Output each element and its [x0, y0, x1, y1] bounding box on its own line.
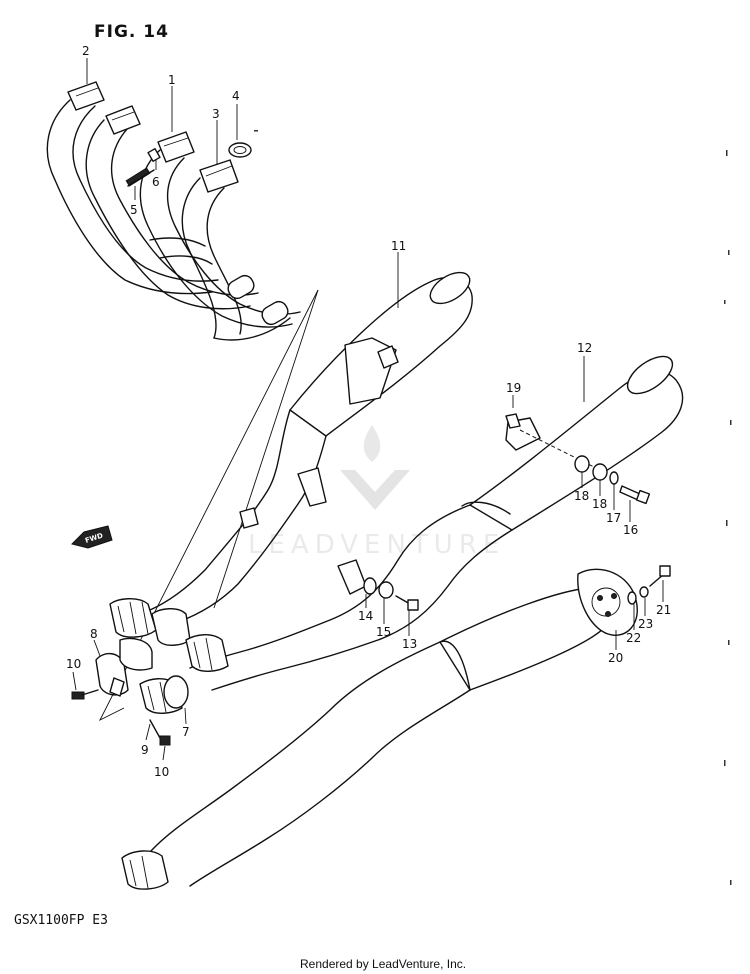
callout-10a: 10 — [66, 657, 81, 671]
callout-3: 3 — [212, 107, 220, 121]
callout-8: 8 — [90, 627, 98, 641]
clamp-8 — [95, 653, 129, 697]
callout-16: 16 — [623, 523, 638, 537]
callout-20: 20 — [608, 651, 623, 665]
muffler-11 — [109, 271, 473, 646]
render-credit: Rendered by LeadVenture, Inc. — [300, 957, 466, 971]
bolt-10-upper — [71, 689, 99, 700]
callout-15: 15 — [376, 625, 391, 639]
fwd-arrow: FWD — [71, 525, 113, 549]
callout-22: 22 — [626, 631, 641, 645]
callout-10b: 10 — [154, 765, 169, 779]
callout-5: 5 — [130, 203, 138, 217]
callout-4: 4 — [232, 89, 240, 103]
callout-9: 9 — [141, 743, 149, 757]
scan-marks — [254, 130, 732, 885]
callout-18b: 18 — [592, 497, 607, 511]
model-code: GSX1100FP E3 — [14, 913, 108, 928]
leader-lines — [72, 58, 664, 761]
callout-11: 11 — [391, 239, 406, 253]
nut — [147, 147, 161, 163]
watermark: LEADVENTURE — [248, 425, 505, 560]
callout-13: 13 — [402, 637, 417, 651]
callout-21: 21 — [656, 603, 671, 617]
callout-12: 12 — [577, 341, 592, 355]
assembly-pointer-line-2 — [213, 289, 319, 609]
assembly-pointer-line — [98, 289, 319, 722]
muffler-lower — [121, 568, 638, 890]
callouts: 2 1 4 3 6 5 11 12 19 18 18 17 16 14 15 1… — [66, 44, 671, 779]
callout-17: 17 — [606, 511, 621, 525]
exhaust-header-pipes — [46, 81, 301, 341]
callout-18a: 18 — [574, 489, 589, 503]
stud-bolt — [125, 167, 155, 187]
clamp-7 — [163, 675, 189, 709]
callout-19: 19 — [506, 381, 521, 395]
callout-6: 6 — [152, 175, 160, 189]
watermark-text: LEADVENTURE — [248, 530, 505, 560]
callout-7: 7 — [182, 725, 190, 739]
callout-23: 23 — [638, 617, 653, 631]
callout-1: 1 — [168, 73, 176, 87]
callout-2: 2 — [82, 44, 90, 58]
figure-title: FIG. 14 — [94, 22, 169, 42]
clamp-ring — [119, 637, 153, 671]
gasket-ring — [228, 142, 252, 158]
bolt-9 — [149, 719, 171, 746]
callout-14: 14 — [358, 609, 373, 623]
